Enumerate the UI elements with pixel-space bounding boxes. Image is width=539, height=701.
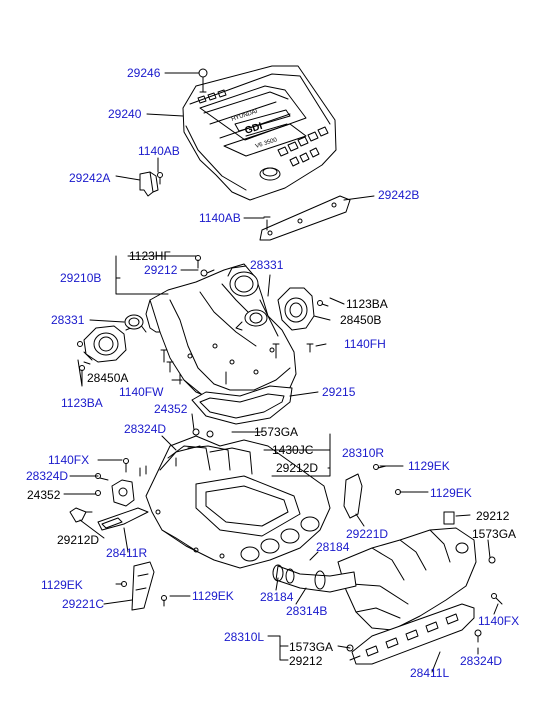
part-1573GA-a: 1573GA [254,425,299,439]
leader-lines [63,72,499,673]
bracket-right [259,195,351,241]
throttle-body-left [77,323,147,371]
part-28310L[interactable]: 28310L [224,630,265,644]
lower-manifold-gasket-right [97,507,149,531]
part-29215[interactable]: 29215 [322,385,356,399]
part-1129EK-c[interactable]: 1129EK [41,578,83,592]
part-1123HF: 1123HF [129,249,171,263]
part-1140AB-mid[interactable]: 1140AB [199,211,241,225]
part-29242B[interactable]: 29242B [378,188,420,202]
cover-badge-text: GDI [244,121,265,137]
part-1123BA-left[interactable]: 1123BA [61,396,103,410]
right-small-parts [346,511,503,652]
gasket-left [124,314,144,330]
part-1573GA-c: 1573GA [289,640,334,654]
upper-intake-surge-tank [145,255,314,409]
part-1140FW[interactable]: 1140FW [119,385,164,399]
part-28184-b[interactable]: 28184 [260,590,294,604]
part-28324D-c[interactable]: 28324D [460,654,503,668]
runner-tube [272,564,357,593]
part-1123BA-right: 1123BA [346,297,388,311]
part-29210B[interactable]: 29210B [60,271,102,285]
part-1129EK-a[interactable]: 1129EK [408,459,450,473]
part-1140FH[interactable]: 1140FH [344,337,386,351]
part-1573GA-b: 1573GA [472,527,517,541]
bracket-left [139,171,163,197]
part-29212-c: 29212 [289,654,323,668]
part-24352-b: 24352 [27,488,61,502]
part-29221D[interactable]: 29221D [346,527,389,541]
part-29221C[interactable]: 29221C [62,597,105,611]
part-28411L[interactable]: 28411L [410,666,450,680]
part-28310R[interactable]: 28310R [342,446,385,460]
part-28184-a[interactable]: 28184 [316,540,350,554]
part-1129EK-b[interactable]: 1129EK [430,486,472,500]
part-29212-b: 29212 [476,509,510,523]
gasket-right [235,309,268,331]
throttle-body-right [277,287,329,331]
part-1430JC: 1430JC [272,443,314,457]
part-29212D-a: 29212D [276,461,319,475]
part-28324D-b[interactable]: 28324D [26,469,69,483]
part-28450B: 28450B [340,313,382,327]
part-24352-a[interactable]: 24352 [154,402,188,416]
part-28314B[interactable]: 28314B [286,604,328,618]
part-29212-a[interactable]: 29212 [144,263,178,277]
part-28411R[interactable]: 28411R [106,546,148,560]
part-29246[interactable]: 29246 [127,66,161,80]
bracket-29221d [343,464,409,519]
cover-ribs [197,89,329,167]
lower-intake-manifold-right [139,428,331,569]
lower-intake-manifold-left [337,527,477,631]
part-29240[interactable]: 29240 [108,107,142,121]
part-1129EK-d[interactable]: 1129EK [192,589,234,603]
part-28324D-a[interactable]: 28324D [124,422,167,436]
lower-manifold-gasket-left [351,603,475,665]
part-28331-left[interactable]: 28331 [51,313,85,327]
part-29212D-b: 29212D [57,533,100,547]
part-28331-right[interactable]: 28331 [250,258,284,272]
part-1140AB-top[interactable]: 1140AB [138,144,180,158]
bracket-29221c [121,561,167,611]
surge-tank-gasket [191,385,293,425]
part-29242A[interactable]: 29242A [69,171,111,185]
part-1140FX-b[interactable]: 1140FX [478,614,520,628]
part-1140FX-a[interactable]: 1140FX [48,453,90,467]
part-28450A: 28450A [87,371,129,385]
engine-cover: HYUNDAI GDI V6 3500 [182,65,337,201]
